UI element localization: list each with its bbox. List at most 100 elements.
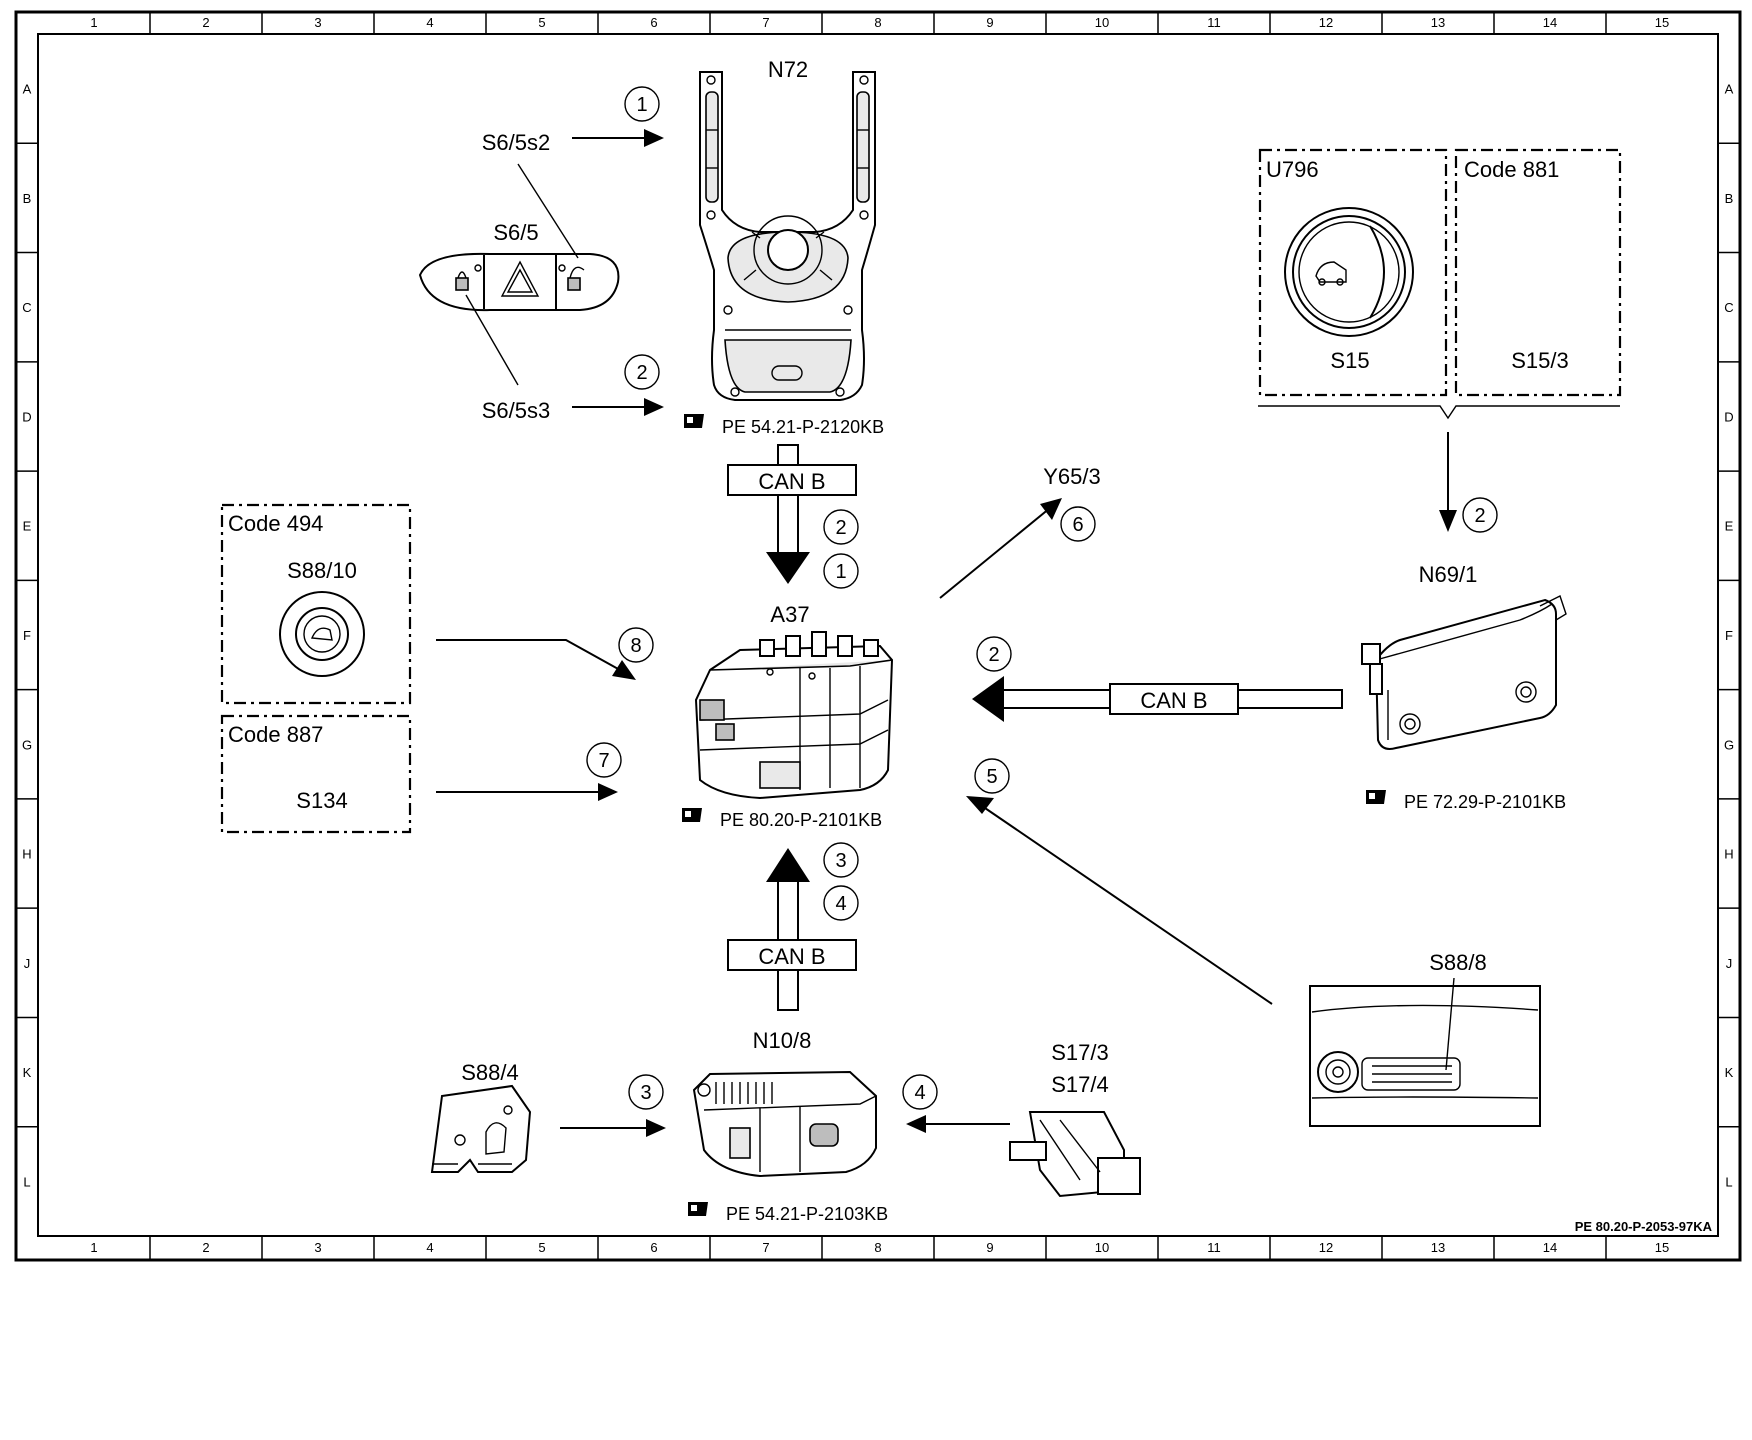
grid-column-label: 13 — [1431, 15, 1445, 30]
marker-circle: 3 — [628, 1074, 664, 1110]
s6-5s2-label: S6/5s2 — [482, 130, 551, 155]
svg-text:8: 8 — [630, 635, 641, 657]
s88-10-label: S88/10 — [287, 558, 357, 583]
code-881-box — [1454, 148, 1622, 397]
svg-text:CAN B: CAN B — [758, 944, 825, 969]
grid-row-label: H — [22, 847, 31, 862]
grid-lines — [16, 12, 1740, 1260]
marker-circle: 7 — [586, 742, 622, 778]
svg-text:CAN B: CAN B — [758, 469, 825, 494]
grid-column-label: 1 — [90, 15, 97, 30]
svg-text:7: 7 — [598, 750, 609, 772]
s6-5s3-label: S6/5s3 — [482, 398, 551, 423]
grid-row-label: B — [1725, 191, 1734, 206]
grid-column-label: 14 — [1543, 1240, 1557, 1255]
grid-column-label: 15 — [1655, 1240, 1669, 1255]
svg-text:2: 2 — [988, 644, 999, 666]
s88-8-tailgate-handle — [1309, 977, 1541, 1127]
s17-door-contact-switch — [1009, 1111, 1141, 1198]
grid-row-label: C — [22, 300, 31, 315]
grid-row-label: E — [23, 519, 32, 534]
s88-8-label: S88/8 — [1429, 950, 1487, 975]
grid-column-label: 3 — [314, 1240, 321, 1255]
s6-5-switch — [418, 252, 620, 312]
grid-row-label: D — [22, 409, 31, 424]
n10-8-reference: PE 54.21-P-2103KB — [726, 1204, 888, 1224]
grid-column-label: 9 — [986, 1240, 993, 1255]
grid-row-label: L — [1725, 1174, 1732, 1189]
arrow-s88-8-to-a37 — [966, 796, 1273, 1005]
grid-column-label: 8 — [874, 15, 881, 30]
arrow-s6-5s3-to-n72 — [572, 398, 664, 416]
a37-module — [694, 631, 894, 800]
marker-circle: 6 — [1060, 506, 1096, 542]
svg-text:4: 4 — [914, 1082, 925, 1104]
s88-10-switch — [279, 591, 365, 677]
s15-switch — [1284, 207, 1414, 337]
n72-label: N72 — [768, 57, 808, 82]
grid-row-label: E — [1725, 519, 1734, 534]
code-887-box — [220, 714, 412, 834]
grid-row-label: J — [1726, 956, 1733, 971]
grid-row-label: K — [1725, 1065, 1734, 1080]
code-881-label: Code 881 — [1464, 157, 1559, 182]
grid-column-label: 9 — [986, 15, 993, 30]
grid-row-label: D — [1724, 409, 1733, 424]
grid-column-label: 3 — [314, 15, 321, 30]
grid-column-label: 12 — [1319, 15, 1333, 30]
document-id: PE 80.20-P-2053-97KA — [1575, 1219, 1713, 1234]
can-b-bus-bottom: CAN B — [727, 848, 857, 1011]
a37-label: A37 — [770, 602, 809, 627]
grid-row-label: G — [22, 737, 32, 752]
grid-column-label: 10 — [1095, 1240, 1109, 1255]
grid-column-label: 5 — [538, 15, 545, 30]
n69-1-control-unit — [1361, 595, 1567, 750]
grid-column-label: 12 — [1319, 1240, 1333, 1255]
svg-text:2: 2 — [636, 362, 647, 384]
grid-row-label: J — [24, 956, 31, 971]
marker-circle: 2 — [624, 354, 660, 390]
ref-icon — [1366, 790, 1386, 804]
grid-column-label: 1 — [90, 1240, 97, 1255]
y65-3-label: Y65/3 — [1043, 464, 1101, 489]
n72-reference: PE 54.21-P-2120KB — [722, 417, 884, 437]
leader-s6-5s3 — [465, 294, 519, 386]
n69-1-reference: PE 72.29-P-2101KB — [1404, 792, 1566, 812]
n72-control-panel — [699, 71, 876, 401]
grid-row-label: K — [23, 1065, 32, 1080]
s15-3-label: S15/3 — [1511, 348, 1569, 373]
marker-circle: 4 — [902, 1074, 938, 1110]
n69-1-label: N69/1 — [1419, 562, 1478, 587]
s17-4-label: S17/4 — [1051, 1072, 1109, 1097]
grid-row-label: B — [23, 191, 32, 206]
grid-column-label: 11 — [1207, 1240, 1221, 1255]
grid-column-label: 7 — [762, 1240, 769, 1255]
grid-column-label: 5 — [538, 1240, 545, 1255]
s15-label: S15 — [1330, 348, 1369, 373]
s134-label: S134 — [296, 788, 347, 813]
code-887-label: Code 887 — [228, 722, 323, 747]
grid-column-label: 14 — [1543, 15, 1557, 30]
marker-circle: 2 — [1462, 497, 1498, 533]
leader-s6-5s2 — [517, 163, 579, 259]
u796-box — [1258, 148, 1448, 397]
marker-circle: 3 — [823, 842, 859, 878]
arrow-s88-4-to-n10-8 — [560, 1119, 666, 1137]
svg-text:5: 5 — [986, 766, 997, 788]
s6-5-label: S6/5 — [493, 220, 538, 245]
grid-labels: 1122334455667788991010111112121313141415… — [22, 15, 1734, 1255]
grid-row-label: L — [23, 1174, 30, 1189]
brace-u796-code881 — [1258, 405, 1620, 420]
ref-icon — [684, 414, 704, 428]
svg-text:1: 1 — [636, 94, 647, 116]
grid-row-label: F — [1725, 628, 1733, 643]
marker-circle: 4 — [823, 885, 859, 921]
svg-text:2: 2 — [835, 517, 846, 539]
grid-column-label: 2 — [202, 15, 209, 30]
grid-column-label: 10 — [1095, 15, 1109, 30]
grid-row-label: C — [1724, 300, 1733, 315]
marker-circle: 1 — [823, 553, 859, 589]
can-b-bus-right: CAN B — [972, 676, 1343, 722]
code-494-label: Code 494 — [228, 511, 323, 536]
